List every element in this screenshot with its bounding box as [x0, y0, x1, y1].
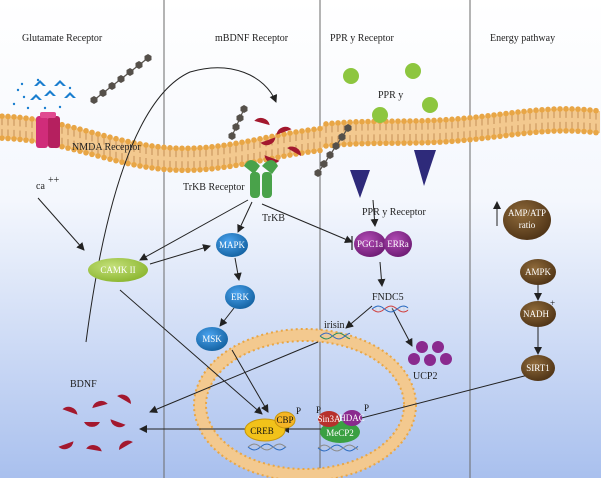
- ppr-y-receptors: [350, 150, 436, 198]
- ppr-y-ligands: [343, 63, 438, 123]
- mapk-node: [216, 233, 248, 257]
- sin3a-node: [318, 411, 340, 427]
- camk-ii-node: [88, 258, 148, 282]
- arrow-camk-creb: [119, 289, 263, 415]
- sin3a-label: Sin3A: [317, 414, 341, 424]
- amp-atp-ratio-node: [503, 200, 551, 240]
- nadh-label: NADH: [523, 309, 549, 319]
- nmda-receptor-label: NMDA Receptor: [72, 142, 141, 153]
- arrow-sirt-mecp: [345, 373, 533, 425]
- arrow-trkb-pgc: [261, 203, 353, 243]
- bdnf-molecules: [58, 394, 133, 452]
- trkb-receptor-label: TrKB Receptor: [183, 182, 245, 193]
- ligand-hexagon-icon: [240, 105, 248, 113]
- erk-node: [225, 285, 255, 309]
- arrow-trkb-camk: [139, 199, 249, 261]
- mbdnf-ligands-top: [254, 117, 301, 164]
- pathway-arrows: [37, 67, 542, 433]
- pgc1a-node: [354, 231, 386, 257]
- arrow-irisin-bdnf: [149, 341, 319, 413]
- creb-dna-icon: [247, 443, 287, 451]
- header-glutamate-receptor: Glutamate Receptor: [22, 33, 103, 44]
- erk-label: ERK: [231, 292, 250, 302]
- arrow-ppr-pgc: [370, 199, 379, 227]
- arrow-bdnf-release: [85, 67, 278, 343]
- fndc5-label: FNDC5: [372, 292, 404, 303]
- mapk-label: MAPK: [219, 240, 246, 250]
- cbp-label: CBP: [276, 415, 293, 425]
- ucp2-molecules: [408, 341, 452, 366]
- nadh-sup-label: +: [550, 298, 555, 308]
- creb-phospho-label: P: [296, 406, 301, 416]
- arrow-ca-camk: [37, 197, 85, 251]
- irisin-label: irisin: [324, 320, 345, 331]
- fndc5-dna-icon: [371, 305, 409, 313]
- glutamate-molecules: [12, 78, 76, 110]
- nmda-receptor: [36, 112, 60, 148]
- arrow-trkb-mapk: [237, 201, 253, 233]
- ppr-y-label: PPR y: [378, 90, 403, 101]
- ratio-label: ratio: [519, 220, 536, 230]
- erra-label: ERRa: [387, 239, 409, 249]
- arrow-pgc-fndc: [377, 261, 386, 287]
- sirt1-label: SIRT1: [526, 363, 549, 373]
- arrow-fndc-ucp: [391, 307, 413, 347]
- trkb-receptor: [244, 160, 278, 198]
- header-ppr-receptor: PPR y Receptor: [330, 33, 395, 44]
- header-energy-pathway: Energy pathway: [490, 33, 555, 44]
- sirt1-node: [521, 355, 555, 381]
- creb-label: CREB: [250, 426, 274, 436]
- irisin-dna-icon: [319, 332, 351, 340]
- mecp2-phospho-label-2: P: [364, 403, 369, 413]
- cbp-node: [274, 411, 296, 429]
- arrow-msk-creb: [231, 349, 269, 413]
- nadh-node: [520, 301, 556, 327]
- column-dividers: [163, 0, 471, 478]
- ampk-label: AMPK: [525, 267, 552, 277]
- mecp2-label: MeCP2: [326, 428, 354, 438]
- arrow-erk-msk: [219, 307, 235, 327]
- hdac-label: HDAC: [339, 413, 365, 423]
- bdnf-label: BDNF: [70, 379, 97, 390]
- calcium-label: ca: [36, 181, 45, 192]
- ligand-hexagon-icon: [314, 169, 322, 177]
- calcium-charge-label: ++: [48, 175, 60, 186]
- msk-node: [196, 327, 228, 351]
- ligand-chains: [90, 54, 352, 177]
- erra-node: [384, 231, 412, 257]
- ppr-y-receptor-label: PPR y Receptor: [362, 207, 427, 218]
- ligand-hexagon-icon: [90, 96, 98, 104]
- ucp2-label: UCP2: [413, 371, 437, 382]
- membrane-band: [0, 108, 600, 171]
- header-mbdnf-receptor: mBDNF Receptor: [215, 33, 289, 44]
- mecp2-phospho-label-1: P: [316, 405, 321, 415]
- trkb-label: TrKB: [262, 213, 285, 224]
- creb-node: [244, 418, 286, 442]
- ampk-node: [520, 259, 556, 285]
- arrow-mapk-erk: [233, 257, 242, 281]
- pgc1a-label: PGC1a: [357, 239, 383, 249]
- arrow-fndc-irisin: [345, 305, 373, 329]
- hdac-node: [342, 410, 362, 426]
- arrow-camk-mapk: [149, 244, 211, 265]
- amp-atp-label: AMP/ATP: [508, 208, 546, 218]
- camk-ii-label: CAMK II: [100, 265, 135, 275]
- mecp2-dna-icon: [317, 444, 359, 452]
- msk-label: MSK: [202, 334, 222, 344]
